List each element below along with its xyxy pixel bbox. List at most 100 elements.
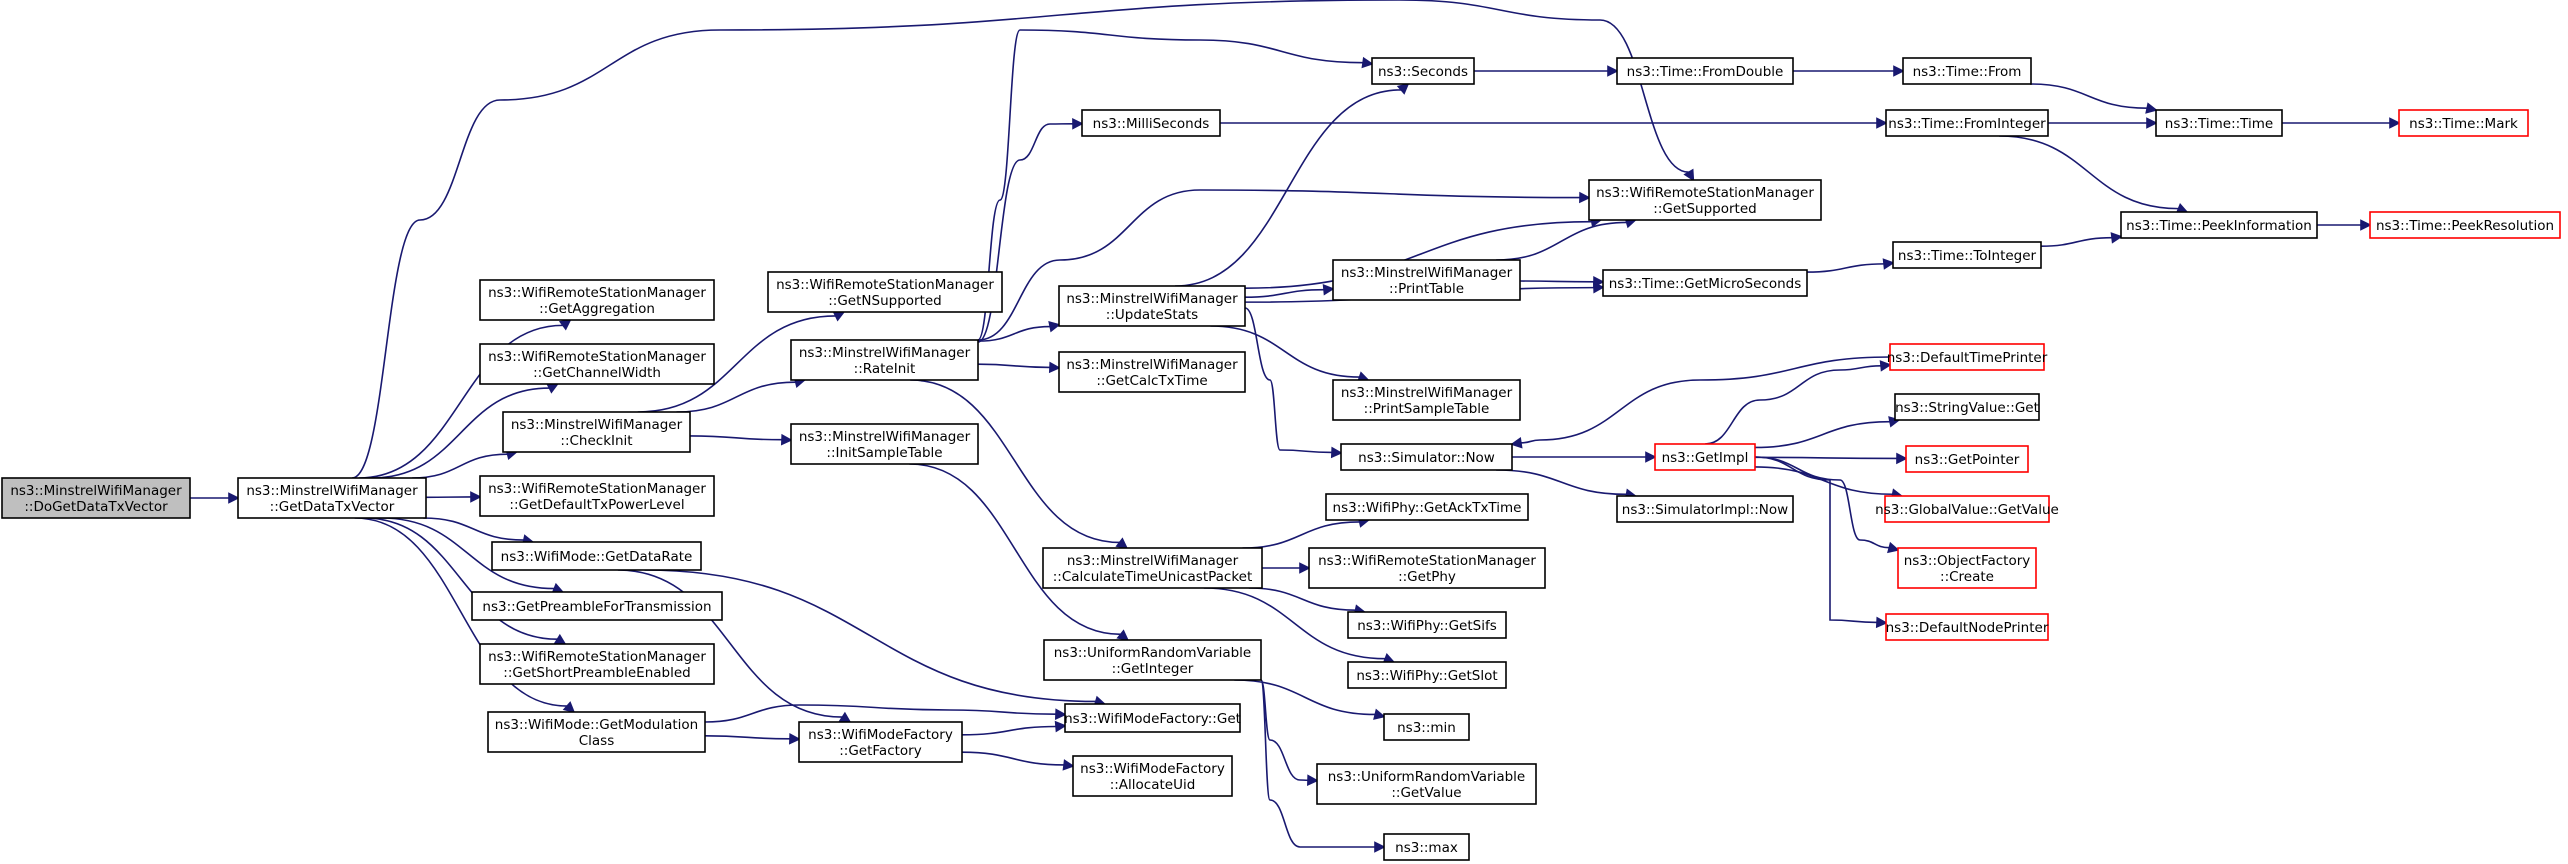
node-box-defaultTimePrinter[interactable]: [1889, 343, 2045, 371]
node-stringValueGet[interactable]: ns3::StringValue::Get: [1894, 393, 2040, 421]
node-objectFactoryCreate[interactable]: ns3::ObjectFactory::Create: [1897, 547, 2037, 589]
node-checkInit[interactable]: ns3::MinstrelWifiManager::CheckInit: [502, 411, 691, 453]
node-box-getImpl[interactable]: [1654, 443, 1756, 471]
node-fromDouble[interactable]: ns3::Time::FromDouble: [1616, 57, 1794, 85]
node-box-defaultNodePrinter[interactable]: [1885, 613, 2049, 641]
node-box-simImplNow[interactable]: [1616, 495, 1794, 523]
node-box-fromDouble[interactable]: [1616, 57, 1794, 85]
node-root[interactable]: ns3::MinstrelWifiManager::DoGetDataTxVec…: [1, 477, 191, 519]
node-box-updateStats[interactable]: [1058, 285, 1246, 327]
node-box-checkInit[interactable]: [502, 411, 691, 453]
node-getImpl[interactable]: ns3::GetImpl: [1654, 443, 1756, 471]
node-box-objectFactoryCreate[interactable]: [1897, 547, 2037, 589]
node-getValueURV[interactable]: ns3::UniformRandomVariable::GetValue: [1316, 763, 1537, 805]
node-box-getChannelWidth[interactable]: [479, 343, 715, 385]
node-box-calcTimeUnicast[interactable]: [1042, 547, 1263, 589]
node-box-initSampleTable[interactable]: [790, 423, 979, 465]
node-updateStats[interactable]: ns3::MinstrelWifiManager::UpdateStats: [1058, 285, 1246, 327]
node-box-getSifs[interactable]: [1347, 611, 1507, 639]
node-getPreambleForTransmission[interactable]: ns3::GetPreambleForTransmission: [471, 591, 723, 621]
node-box-getSlot[interactable]: [1347, 661, 1507, 689]
node-box-getShortPreambleEnabled[interactable]: [479, 643, 715, 685]
node-box-getInteger[interactable]: [1043, 639, 1262, 681]
node-box-getModulationClass[interactable]: [487, 711, 706, 753]
node-box-root[interactable]: [1, 477, 191, 519]
node-box-getDataTxVector[interactable]: [237, 477, 427, 519]
node-box-peekInformation[interactable]: [2120, 211, 2318, 239]
node-getDataTxVector[interactable]: ns3::MinstrelWifiManager::GetDataTxVecto…: [237, 477, 427, 519]
node-getMicroSeconds[interactable]: ns3::Time::GetMicroSeconds: [1602, 269, 1808, 297]
node-box-timeMark[interactable]: [2398, 109, 2529, 137]
node-box-min[interactable]: [1383, 713, 1470, 741]
node-box-wmfGet[interactable]: [1064, 703, 1241, 733]
node-getDataRate[interactable]: ns3::WifiMode::GetDataRate: [491, 541, 702, 571]
node-box-fromInteger[interactable]: [1885, 109, 2049, 137]
node-getAggregation[interactable]: ns3::WifiRemoteStationManager::GetAggreg…: [479, 279, 715, 321]
node-printSampleTable[interactable]: ns3::MinstrelWifiManager::PrintSampleTab…: [1332, 379, 1521, 421]
node-timeFrom[interactable]: ns3::Time::From: [1902, 57, 2032, 85]
node-milliSeconds[interactable]: ns3::MilliSeconds: [1081, 109, 1221, 137]
node-getSupported[interactable]: ns3::WifiRemoteStationManager::GetSuppor…: [1588, 179, 1822, 221]
node-box-getSupported[interactable]: [1588, 179, 1822, 221]
node-defaultNodePrinter[interactable]: ns3::DefaultNodePrinter: [1885, 613, 2049, 641]
node-allocateUid[interactable]: ns3::WifiModeFactory::AllocateUid: [1072, 755, 1233, 797]
node-wmfGet[interactable]: ns3::WifiModeFactory::Get: [1064, 703, 1241, 733]
node-globalGetValue[interactable]: ns3::GlobalValue::GetValue: [1875, 495, 2059, 523]
node-max[interactable]: ns3::max: [1383, 833, 1470, 861]
node-seconds[interactable]: ns3::Seconds: [1371, 57, 1475, 85]
node-getSifs[interactable]: ns3::WifiPhy::GetSifs: [1347, 611, 1507, 639]
node-simImplNow[interactable]: ns3::SimulatorImpl::Now: [1616, 495, 1794, 523]
node-box-getPhy[interactable]: [1308, 547, 1546, 589]
node-getFactory[interactable]: ns3::WifiModeFactory::GetFactory: [798, 721, 963, 763]
node-getNSupported[interactable]: ns3::WifiRemoteStationManager::GetNSuppo…: [767, 271, 1003, 313]
node-box-toInteger[interactable]: [1892, 241, 2042, 269]
node-peekResolution[interactable]: ns3::Time::PeekResolution: [2369, 211, 2561, 239]
node-min[interactable]: ns3::min: [1383, 713, 1470, 741]
node-defaultTimePrinter[interactable]: ns3::DefaultTimePrinter: [1887, 343, 2048, 371]
node-timeMark[interactable]: ns3::Time::Mark: [2398, 109, 2529, 137]
node-fromInteger[interactable]: ns3::Time::FromInteger: [1885, 109, 2049, 137]
node-calcTimeUnicast[interactable]: ns3::MinstrelWifiManager::CalculateTimeU…: [1042, 547, 1263, 589]
node-box-getCalcTxTime[interactable]: [1058, 351, 1246, 393]
node-box-simNow[interactable]: [1340, 443, 1513, 471]
node-getInteger[interactable]: ns3::UniformRandomVariable::GetInteger: [1043, 639, 1262, 681]
node-rateInit[interactable]: ns3::MinstrelWifiManager::RateInit: [790, 339, 979, 381]
node-getChannelWidth[interactable]: ns3::WifiRemoteStationManager::GetChanne…: [479, 343, 715, 385]
node-box-printTable[interactable]: [1332, 259, 1521, 301]
node-printTable[interactable]: ns3::MinstrelWifiManager::PrintTable: [1332, 259, 1521, 301]
node-box-stringValueGet[interactable]: [1894, 393, 2040, 421]
node-simNow[interactable]: ns3::Simulator::Now: [1340, 443, 1513, 471]
node-box-getDefaultTxPowerLevel[interactable]: [479, 475, 715, 517]
node-box-printSampleTable[interactable]: [1332, 379, 1521, 421]
node-box-allocateUid[interactable]: [1072, 755, 1233, 797]
node-initSampleTable[interactable]: ns3::MinstrelWifiManager::InitSampleTabl…: [790, 423, 979, 465]
node-box-timeFrom[interactable]: [1902, 57, 2032, 85]
node-box-peekResolution[interactable]: [2369, 211, 2561, 239]
node-toInteger[interactable]: ns3::Time::ToInteger: [1892, 241, 2042, 269]
node-timeTime[interactable]: ns3::Time::Time: [2155, 109, 2283, 137]
node-getDefaultTxPowerLevel[interactable]: ns3::WifiRemoteStationManager::GetDefaul…: [479, 475, 715, 517]
node-box-rateInit[interactable]: [790, 339, 979, 381]
node-box-timeTime[interactable]: [2155, 109, 2283, 137]
node-box-getDataRate[interactable]: [491, 541, 702, 571]
node-box-getPreambleForTransmission[interactable]: [471, 591, 723, 621]
node-box-milliSeconds[interactable]: [1081, 109, 1221, 137]
node-box-globalGetValue[interactable]: [1884, 495, 2050, 523]
node-box-getMicroSeconds[interactable]: [1602, 269, 1808, 297]
node-box-getAckTxTime[interactable]: [1325, 493, 1529, 521]
node-box-getValueURV[interactable]: [1316, 763, 1537, 805]
node-getSlot[interactable]: ns3::WifiPhy::GetSlot: [1347, 661, 1507, 689]
node-box-getAggregation[interactable]: [479, 279, 715, 321]
node-box-seconds[interactable]: [1371, 57, 1475, 85]
node-box-getPointer[interactable]: [1905, 445, 2029, 473]
node-getPhy[interactable]: ns3::WifiRemoteStationManager::GetPhy: [1308, 547, 1546, 589]
node-peekInformation[interactable]: ns3::Time::PeekInformation: [2120, 211, 2318, 239]
node-getAckTxTime[interactable]: ns3::WifiPhy::GetAckTxTime: [1325, 493, 1529, 521]
node-getShortPreambleEnabled[interactable]: ns3::WifiRemoteStationManager::GetShortP…: [479, 643, 715, 685]
node-box-getFactory[interactable]: [798, 721, 963, 763]
node-getPointer[interactable]: ns3::GetPointer: [1905, 445, 2029, 473]
node-box-getNSupported[interactable]: [767, 271, 1003, 313]
node-getCalcTxTime[interactable]: ns3::MinstrelWifiManager::GetCalcTxTime: [1058, 351, 1246, 393]
node-box-max[interactable]: [1383, 833, 1470, 861]
